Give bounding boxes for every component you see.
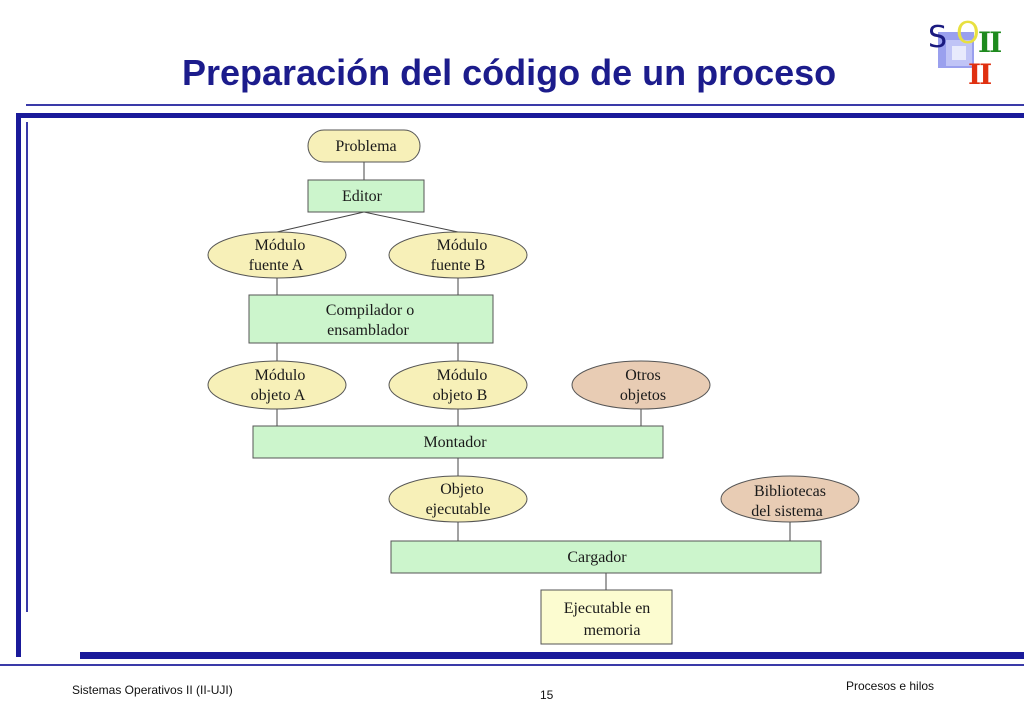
node-modulo-objeto-b: Módulo objeto B [388, 360, 528, 410]
node-cargador-label: Cargador [567, 549, 627, 566]
node-modulo-fuente-a: Módulo fuente A [207, 231, 347, 279]
node-bibliotecas-line2: del sistema [751, 503, 823, 520]
left-rule-thick [16, 113, 21, 657]
node-modulo-objeto-a: Módulo objeto A [207, 360, 347, 410]
node-compilador-shape [248, 294, 494, 344]
footer-course: Sistemas Operativos II (II-UJI) [72, 683, 233, 697]
node-problema-label: Problema [335, 138, 396, 155]
node-modulo-objeto-a-line1: Módulo [255, 367, 306, 384]
node-modulo-fuente-a-line2: fuente A [249, 257, 304, 274]
node-montador-shape [252, 425, 664, 459]
node-modulo-fuente-b-line1: Módulo [437, 237, 488, 254]
node-modulo-objeto-a-line2: objeto A [251, 387, 306, 404]
node-modulo-fuente-b: Módulo fuente B [388, 231, 528, 279]
connector-editor-fuente-a [276, 211, 365, 233]
node-compilador: Compilador o ensamblador [248, 294, 494, 344]
node-modulo-fuente-b-line2: fuente B [431, 257, 486, 274]
footer-page-number: 15 [540, 688, 554, 702]
node-modulo-fuente-b-shape [388, 231, 528, 279]
connector-editor-fuente-b [363, 211, 459, 233]
node-objeto-ejecutable: Objeto ejecutable [388, 475, 528, 523]
logo-letter-o: O [956, 16, 980, 51]
node-modulo-fuente-a-line1: Módulo [255, 237, 306, 254]
node-otros-objetos-line1: Otros [625, 367, 661, 384]
node-ejecutable-memoria-shape [540, 589, 673, 645]
node-compilador-line2: ensamblador [327, 322, 409, 339]
connectors [276, 162, 791, 590]
node-modulo-objeto-a-shape [207, 360, 347, 410]
node-problema: Problema [307, 129, 421, 163]
footer-topic: Procesos e hilos [846, 679, 935, 693]
node-otros-objetos: Otros objetos [571, 360, 711, 410]
bottom-rule-thin [0, 664, 1024, 666]
node-editor-shape [307, 179, 425, 213]
node-otros-objetos-shape [571, 360, 711, 410]
course-logo: S O II II [920, 12, 1020, 98]
node-cargador-shape [390, 540, 822, 574]
node-compilador-line1: Compilador o [326, 302, 414, 319]
node-bibliotecas: Bibliotecas del sistema [720, 475, 860, 523]
node-ejecutable-memoria-line1: Ejecutable en [564, 600, 651, 617]
logo-letter-s: S [928, 20, 948, 55]
node-bibliotecas-line1: Bibliotecas [754, 483, 826, 500]
node-montador: Montador [252, 425, 664, 459]
node-editor-label: Editor [342, 188, 383, 205]
node-ejecutable-memoria: Ejecutable en memoria [540, 589, 673, 645]
top-rule-thin [26, 104, 1024, 106]
logo-roman-top: II [978, 26, 1002, 59]
node-modulo-objeto-b-shape [388, 360, 528, 410]
logo-square-inner [952, 46, 966, 60]
bottom-rule-thick [80, 652, 1024, 659]
slide-title: Preparación del código de un proceso [182, 52, 837, 93]
node-otros-objetos-line2: objetos [620, 387, 666, 404]
node-cargador: Cargador [390, 540, 822, 574]
logo-roman-bottom: II [968, 58, 992, 91]
node-modulo-objeto-b-line1: Módulo [437, 367, 488, 384]
node-objeto-ejecutable-shape [388, 475, 528, 523]
node-bibliotecas-shape [720, 475, 860, 523]
node-montador-label: Montador [423, 434, 487, 451]
node-problema-shape [307, 129, 421, 163]
node-modulo-objeto-b-line2: objeto B [433, 387, 488, 404]
node-editor: Editor [307, 179, 425, 213]
node-modulo-fuente-a-shape [207, 231, 347, 279]
top-rule-thick [16, 113, 1024, 118]
node-objeto-ejecutable-line2: ejecutable [426, 501, 491, 518]
node-ejecutable-memoria-line2: memoria [584, 622, 641, 639]
left-rule-thin [26, 122, 28, 612]
node-objeto-ejecutable-line1: Objeto [440, 481, 484, 498]
